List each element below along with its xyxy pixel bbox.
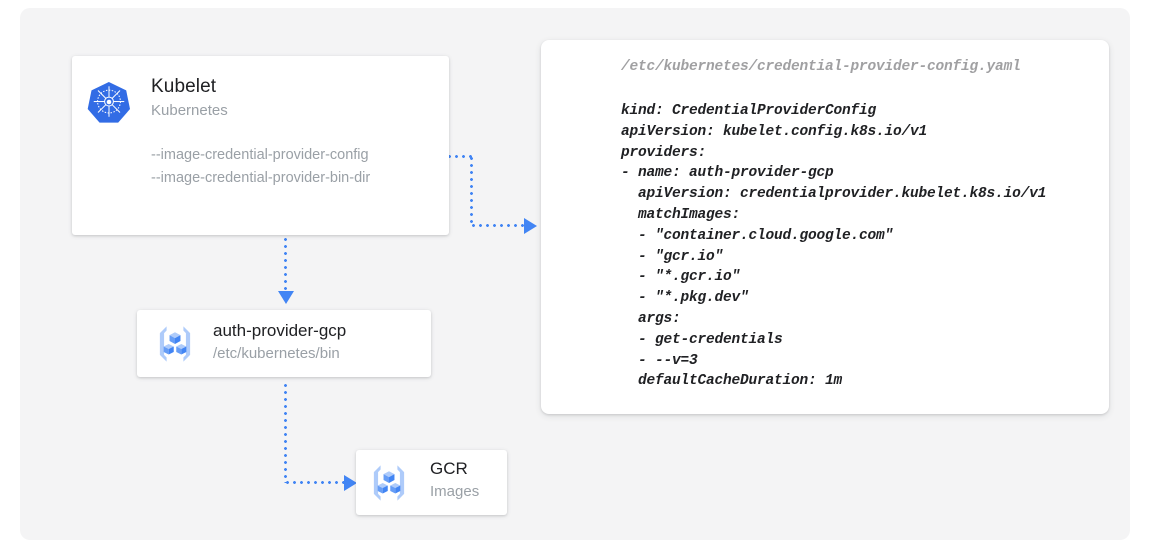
config-yaml-line: matchImages: [621,206,741,223]
config-yaml-line: args: [621,310,681,327]
kubelet-flag-config: --image-credential-provider-config [151,147,369,163]
kubelet-card-title: Kubelet [151,76,217,97]
config-yaml-line: - "gcr.io" [621,248,724,265]
config-yaml-content: kind: CredentialProviderConfig apiVersion… [621,101,1046,392]
kubelet-card-flags: --image-credential-provider-config --ima… [151,144,370,190]
config-yaml-line: providers: [621,144,707,161]
config-yaml-line: - name: auth-provider-gcp [621,165,834,182]
config-yaml-line: apiVersion: credentialprovider.kubelet.k… [621,186,1047,203]
gcr-card[interactable]: GCR Images [356,450,507,515]
gcr-card-subtitle: Images [430,483,480,500]
auth-provider-card-title: auth-provider-gcp [213,321,347,340]
kubelet-flag-bin-dir: --image-credential-provider-bin-dir [151,170,371,186]
config-file-path: /etc/kubernetes/credential-provider-conf… [621,59,1021,75]
kubelet-card-subtitle: Kubernetes [151,102,228,119]
auth-provider-card-subtitle: /etc/kubernetes/bin [213,345,340,362]
config-yaml-line: - "*.gcr.io" [621,269,741,286]
config-yaml-line: - get-credentials [621,331,783,348]
kubernetes-logo-icon [86,79,132,125]
config-yaml-line: kind: CredentialProviderConfig [621,103,877,119]
gcp-container-registry-icon [154,323,196,365]
gcp-container-registry-icon [368,462,410,504]
kubelet-card[interactable]: Kubelet Kubernetes --image-credential-pr… [72,56,449,235]
config-yaml-line: - --v=3 [621,352,698,369]
config-yaml-line: - "*.pkg.dev" [621,290,749,307]
config-yaml-line: defaultCacheDuration: 1m [621,373,843,390]
credential-provider-config-panel: /etc/kubernetes/credential-provider-conf… [541,40,1109,414]
gcr-card-title: GCR [430,459,468,478]
auth-provider-gcp-card[interactable]: auth-provider-gcp /etc/kubernetes/bin [137,310,431,377]
config-yaml-line: - "container.cloud.google.com" [621,227,894,244]
config-yaml-line: apiVersion: kubelet.config.k8s.io/v1 [621,123,928,140]
